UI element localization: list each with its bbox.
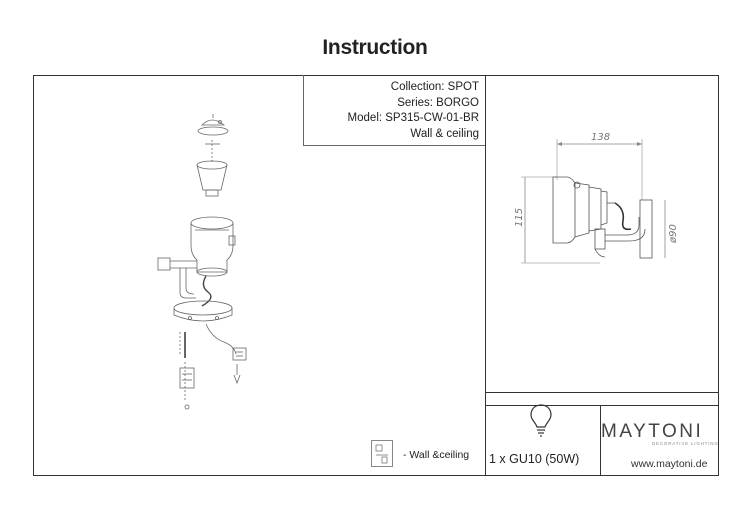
series-label: Series: BORGO bbox=[397, 96, 479, 109]
wall-ceiling-legend-label: - Wall &ceiling bbox=[403, 449, 470, 461]
instruction-frame bbox=[33, 75, 719, 476]
website-link[interactable]: www.maytoni.de bbox=[631, 458, 708, 470]
footer-divider bbox=[485, 392, 719, 393]
brand-tagline: DECORATIVE LIGHTING bbox=[652, 441, 719, 446]
dimension-drawing: 138 115 ø90 bbox=[505, 125, 680, 270]
product-info-box: Collection: SPOT Series: BORGO Model: SP… bbox=[303, 75, 485, 146]
wall-ceiling-mount-icon bbox=[371, 440, 393, 467]
mounting-label: Wall & ceiling bbox=[410, 127, 479, 140]
page-title: Instruction bbox=[322, 36, 428, 59]
light-bulb-icon bbox=[528, 402, 554, 438]
column-divider bbox=[485, 75, 486, 476]
footer-divider-inner bbox=[485, 405, 719, 406]
dimension-diameter-label: ø90 bbox=[668, 224, 679, 244]
brand-logo: MAYTONI bbox=[601, 421, 704, 442]
footer-column-divider bbox=[600, 405, 601, 476]
model-label: Model: SP315-CW-01-BR bbox=[347, 112, 479, 124]
exploded-assembly-drawing bbox=[140, 110, 280, 420]
collection-label: Collection: SPOT bbox=[390, 81, 479, 93]
lamp-spec: 1 x GU10 (50W) bbox=[489, 452, 580, 466]
dimension-height-label: 115 bbox=[514, 208, 525, 227]
dimension-width-label: 138 bbox=[591, 132, 610, 143]
